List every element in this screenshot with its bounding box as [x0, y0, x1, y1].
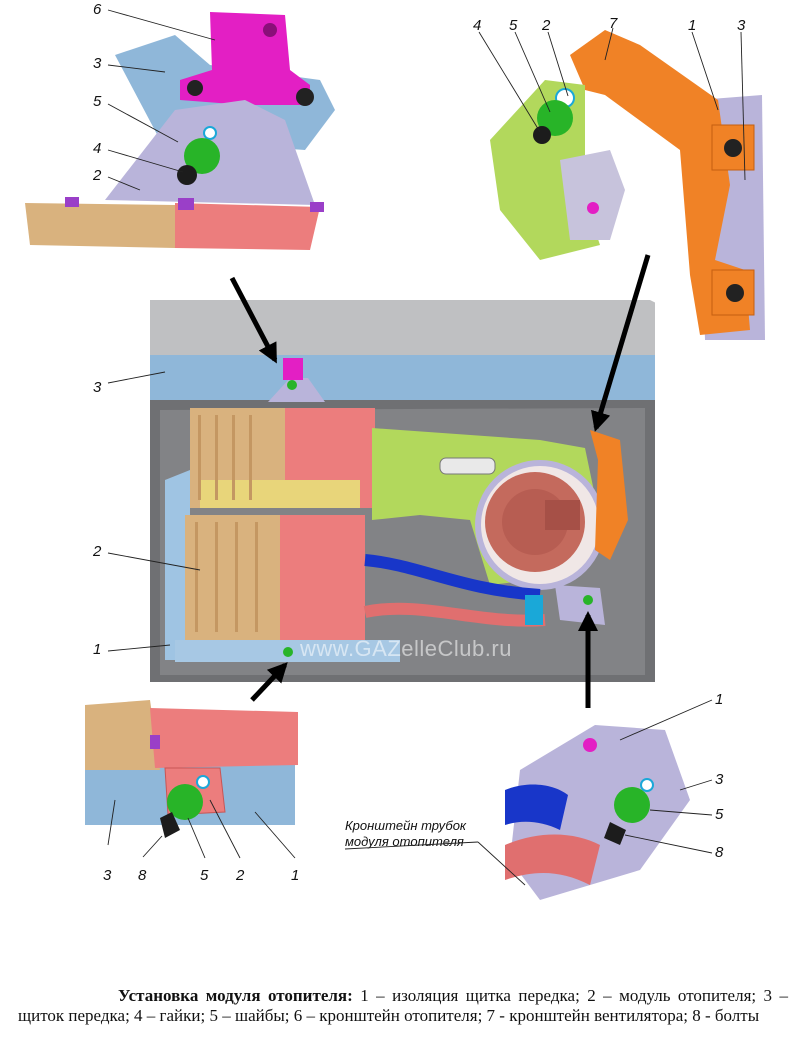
callout-7: 7 [609, 15, 618, 32]
watermark: www.GAZelleClub.ru [299, 636, 512, 661]
figure-caption: Установка модуля отопителя: 1 – изоляция… [18, 986, 788, 1026]
callout-5: 5 [715, 806, 724, 823]
callout-3: 3 [103, 867, 112, 884]
fan-bracket [590, 430, 628, 560]
main-view: www.GAZelleClub.ru [150, 300, 655, 682]
washer [184, 138, 220, 174]
heater-installation-diagram: www.GAZelleClub.ru [20, 0, 790, 925]
callout-4: 4 [473, 17, 481, 34]
bracket-note-line-1: Кронштейн трубок [345, 818, 467, 833]
callout-1: 1 [291, 867, 299, 884]
coolant-pipe-blue [364, 554, 541, 601]
callout-5: 5 [93, 93, 102, 110]
callout-3: 3 [93, 379, 102, 396]
inset-top-right [478, 10, 790, 340]
callout-2: 2 [541, 17, 551, 34]
callout-8: 8 [715, 844, 724, 861]
inset-top-left [20, 0, 345, 258]
callout-5: 5 [509, 17, 518, 34]
callout-1: 1 [688, 17, 696, 34]
zoom-arrows [229, 254, 651, 708]
callout-1: 1 [715, 691, 723, 708]
nut [177, 165, 197, 185]
callout-6: 6 [93, 1, 102, 18]
caption-text: 1 – изоляция щитка передка; 2 – модуль о… [18, 986, 788, 1025]
coolant-pipe-red [363, 602, 546, 627]
callout-3: 3 [737, 17, 746, 34]
heater-bracket [283, 358, 303, 380]
callouts: 6 3 5 4 2 4 5 2 7 1 3 3 2 1 3 8 5 2 1 1 … [92, 1, 746, 884]
callout-5: 5 [200, 867, 209, 884]
callout-4: 4 [93, 140, 101, 157]
heater-module [185, 408, 375, 640]
callout-2: 2 [92, 543, 102, 560]
callout-2: 2 [92, 167, 102, 184]
inset-bottom-left [85, 700, 300, 880]
leader-lines [107, 9, 746, 886]
callout-2: 2 [235, 867, 245, 884]
callout-1: 1 [93, 641, 101, 658]
inset-bottom-right [500, 705, 720, 925]
front-panel [150, 355, 655, 400]
callout-3: 3 [93, 55, 102, 72]
callout-3: 3 [715, 771, 724, 788]
callout-8: 8 [138, 867, 147, 884]
caption-title: Установка модуля отопителя: [118, 986, 353, 1005]
inset-fan-bracket [570, 30, 750, 335]
inset-heater-bracket [180, 12, 310, 105]
bracket-note-line-2: модуля отопителя [345, 834, 464, 849]
